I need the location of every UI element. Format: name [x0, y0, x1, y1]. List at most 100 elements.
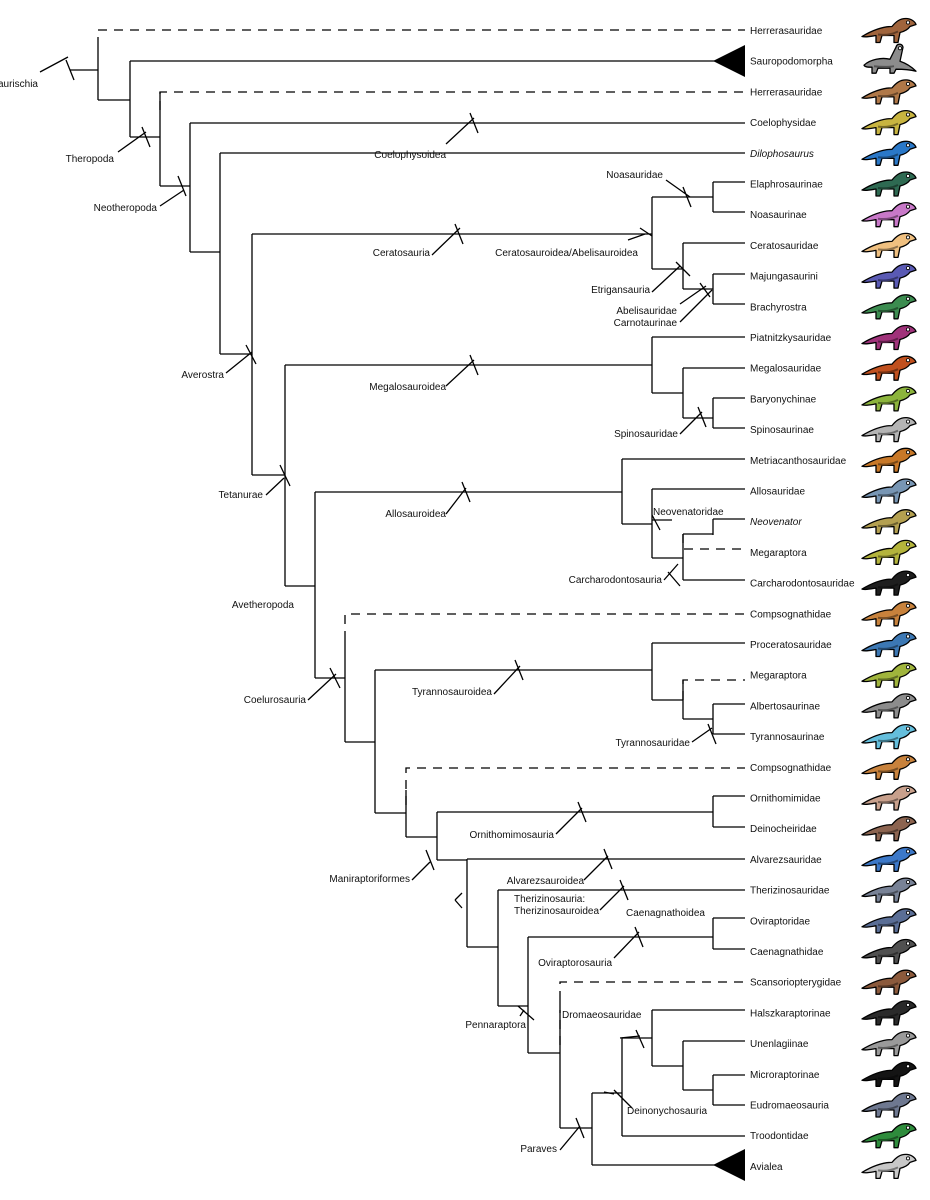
stem-marker	[555, 801, 587, 835]
icon-body	[861, 1000, 917, 1026]
icon-eye	[905, 910, 910, 915]
icon-shading	[877, 306, 899, 313]
icon-shading	[877, 398, 899, 405]
taxon-label: Sauropodomorpha	[750, 57, 833, 68]
icon-body	[861, 263, 917, 289]
clade-label: Therizinosauroidea	[514, 906, 599, 917]
taxon-label: Microraptorinae	[750, 1070, 820, 1081]
carcharodontosaurid-icon	[861, 570, 917, 596]
clade-label: Tyrannosauroidea	[412, 687, 492, 698]
dashed-branch	[97, 29, 745, 46]
stem-marker	[583, 848, 613, 881]
clade-label: Megalosauroidea	[369, 382, 446, 393]
taxon-label: Megaraptora	[750, 671, 807, 682]
taxon-label: Dilophosaurus	[750, 149, 814, 160]
branch	[285, 492, 316, 678]
icon-eye	[905, 1156, 910, 1161]
clade-label: Neovenatoridae	[653, 507, 724, 518]
stem-marker	[445, 481, 471, 515]
icon-eye	[905, 450, 910, 455]
unenlagiine-icon	[861, 1030, 917, 1057]
icon-shading	[877, 368, 899, 374]
branch	[592, 1009, 745, 1137]
icon-eye	[905, 573, 910, 578]
clade-label: Dromaeosauridae	[562, 1010, 642, 1021]
icon-body	[861, 539, 917, 566]
icon-shading	[877, 644, 899, 650]
icon-eye	[905, 204, 910, 209]
ornithomimid-icon	[861, 785, 917, 811]
clade-label: Tyrannosauridae	[616, 738, 691, 749]
taxon-label: Halszkaraptorinae	[750, 1008, 831, 1019]
icon-shading	[877, 337, 899, 343]
noasaurine-icon	[861, 202, 917, 228]
albertosaurine-icon	[861, 693, 917, 719]
taxon-label: Alvarezsauridae	[750, 855, 822, 866]
icon-body	[861, 816, 917, 842]
clade-label: Theropoda	[66, 154, 115, 165]
icon-eye	[905, 81, 910, 86]
taxon-label: Elaphrosaurinae	[750, 180, 823, 191]
branch	[285, 336, 745, 429]
taxon-label: Herrerasauridae	[750, 87, 823, 98]
clade-label: Abelisauridae	[616, 306, 677, 317]
stem-marker	[665, 179, 692, 208]
icon-eye	[905, 603, 910, 608]
compsognathid-icon	[861, 754, 917, 780]
icon-shading	[877, 30, 899, 36]
icon-shading	[877, 736, 899, 742]
icon-eye	[905, 849, 910, 854]
clade-label: Saurischia	[0, 79, 38, 90]
icon-body	[861, 109, 917, 136]
icon-eye	[905, 1064, 910, 1069]
megaraptoran-icon	[861, 662, 917, 688]
stem-marker	[159, 175, 187, 207]
icon-body	[861, 79, 917, 105]
clade-label: Noasauridae	[606, 170, 663, 181]
icon-body	[861, 478, 917, 504]
icon-body	[861, 1123, 917, 1149]
icon-body	[861, 662, 917, 688]
avialan-icon	[861, 1153, 917, 1180]
majungasaurin-icon	[861, 263, 917, 289]
icon-eye	[905, 1002, 910, 1007]
megalosaurid-icon	[861, 355, 917, 381]
icon-eye	[905, 511, 910, 516]
proceratosaurid-icon	[861, 631, 917, 658]
clade-label: Therizinosauria:	[514, 894, 585, 905]
dashed-branch	[159, 91, 745, 110]
icon-body	[861, 570, 917, 596]
herrerasaurid-icon	[861, 79, 917, 105]
icon-body	[861, 447, 917, 473]
clade-label: Pennaraptora	[465, 1020, 526, 1031]
branch	[252, 365, 286, 586]
taxon-label: Scansoriopterygidae	[750, 978, 842, 989]
taxon-labels: HerrerasauridaeSauropodomorphaHerrerasau…	[750, 26, 855, 1173]
taxon-label: Proceratosauridae	[750, 640, 832, 651]
icon-eye	[905, 143, 910, 148]
stem-marker	[619, 1029, 645, 1049]
icon-shading	[877, 1135, 899, 1142]
taxon-label: Therizinosauridae	[750, 886, 830, 897]
icon-shading	[877, 153, 899, 159]
icon-body	[861, 969, 917, 995]
clade-labels: Saurischia Theropoda Neotheropoda Coelop…	[0, 79, 724, 1155]
icon-eye	[905, 880, 910, 885]
stem-marker	[651, 261, 691, 293]
alvarezsaurid-icon	[861, 846, 917, 873]
branch	[190, 152, 745, 354]
icon-body	[861, 355, 917, 381]
icon-shading	[877, 613, 899, 620]
taxon-label: Carcharodontosauridae	[750, 579, 855, 590]
taxon-label: Piatnitzkysauridae	[750, 333, 832, 344]
stem-marker	[663, 563, 681, 587]
icon-eye	[905, 20, 910, 25]
collapsed-clades	[713, 45, 745, 1181]
metriacanthosaurid-icon	[861, 447, 917, 473]
taxon-label: Coelophysidae	[750, 118, 817, 129]
icon-shading	[877, 214, 899, 221]
dashed-branch	[682, 534, 745, 550]
tree-branches	[70, 46, 745, 1166]
icon-shading	[877, 583, 899, 589]
caenagnathid-icon	[861, 938, 917, 965]
